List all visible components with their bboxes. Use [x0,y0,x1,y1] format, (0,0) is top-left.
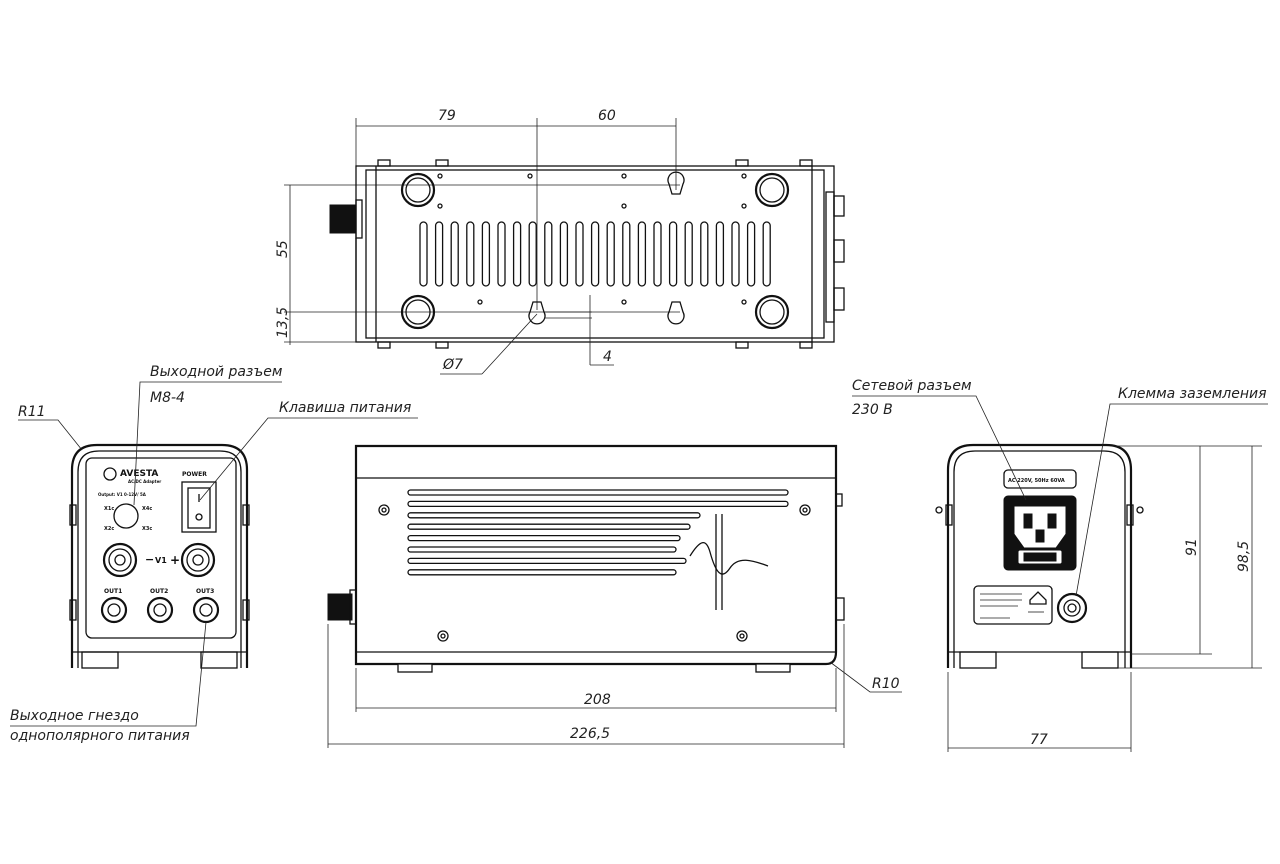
top-vent-slots [419,221,771,287]
vent-slot [700,221,709,287]
side-vent-slot [407,489,789,496]
power-label: POWER [182,471,207,478]
vent-slot [575,221,584,287]
dim-13-5: 13,5 [275,307,291,338]
mains-rating: AC 220V, 50Hz 60VA [1008,478,1065,484]
side-view: 208 226,5 R10 [327,444,902,748]
plus-sign: + [170,553,180,567]
out3-label: OUT3 [196,588,214,595]
side-vent-slot [407,500,789,508]
callout-power-switch: Клавиша питания [279,400,411,416]
vent-slot [653,221,662,287]
front-view: AVESTA AC/DC Adapter Output: V1 0-12V/ 5… [10,364,418,744]
vent-slot [544,221,553,287]
dim-55: 55 [275,240,291,258]
pin-x4: X4c [142,506,152,512]
dim-98-5: 98,5 [1236,541,1252,572]
dim-226-5: 226,5 [570,726,610,742]
minus-sign: − [145,553,154,566]
dim-r11: R11 [18,404,46,420]
dim-79: 79 [438,108,456,124]
side-vent-slot [407,557,687,565]
vent-slot [497,221,506,287]
front-output-spec: Output: V1 0-12V/ 5A [98,492,147,497]
vent-slot [637,221,647,287]
vent-slot [668,221,678,287]
dim-91: 91 [1184,538,1200,556]
power-switch[interactable] [181,481,217,533]
dim-208: 208 [584,692,611,708]
vent-slot [466,221,475,287]
vent-slot [450,221,459,287]
callout-output-jack-2: однополярного питания [10,728,190,744]
vent-slot [434,221,444,287]
side-vent-slot [407,546,677,553]
vent-slot [512,221,522,287]
out1-label: OUT1 [104,588,122,595]
vent-slot [622,221,631,287]
pin-x2: X2c [104,526,114,532]
dim-77: 77 [1030,732,1048,748]
pin-x1: X1c [104,506,114,512]
vent-slot [419,221,428,287]
out3-socket[interactable] [192,596,220,624]
out2-socket[interactable] [146,596,174,624]
callout-m8-4: M8-4 [150,390,185,406]
top-view: 79 60 55 13,5 [275,108,845,375]
dim-r10: R10 [872,676,900,692]
rear-view: AC 220V, 50Hz 60VA Сетевой разъем 230 В … [852,378,1268,752]
side-vent-slot [407,523,691,530]
side-vent-slots [407,489,789,576]
callout-mains-connector: Сетевой разъем [852,378,972,394]
front-subtitle: AC/DC Adapter [128,479,161,484]
out1-socket[interactable] [100,596,128,624]
terminal-plus[interactable] [180,542,216,578]
v1-label: V1 [155,556,167,565]
out2-label: OUT2 [150,588,168,595]
side-vent-slot [407,512,701,519]
vent-slot [481,221,491,287]
side-vent-slot [407,569,677,576]
vent-slot [715,221,725,287]
ground-terminal[interactable] [1056,592,1088,624]
callout-output-jack-1: Выходное гнездо [10,708,139,724]
dim-diameter-7: Ø7 [442,357,463,373]
side-vent-slot [407,534,681,542]
pin-x3: X3c [142,526,152,532]
vent-slot [590,221,600,287]
terminal-minus[interactable] [102,542,138,578]
vent-slot [746,221,756,287]
vent-slot [528,221,537,287]
callout-mains-voltage: 230 В [852,402,893,418]
vent-slot [606,221,615,287]
vent-slot [762,221,771,287]
vent-slot [684,221,693,287]
vent-slot [559,221,569,287]
front-brand: AVESTA [120,469,158,479]
dim-60: 60 [598,108,616,124]
callout-output-connector: Выходной разъем [150,364,283,380]
callout-ground-terminal: Клемма заземления [1118,386,1267,402]
vent-slot [731,221,740,287]
dim-4: 4 [603,349,612,365]
